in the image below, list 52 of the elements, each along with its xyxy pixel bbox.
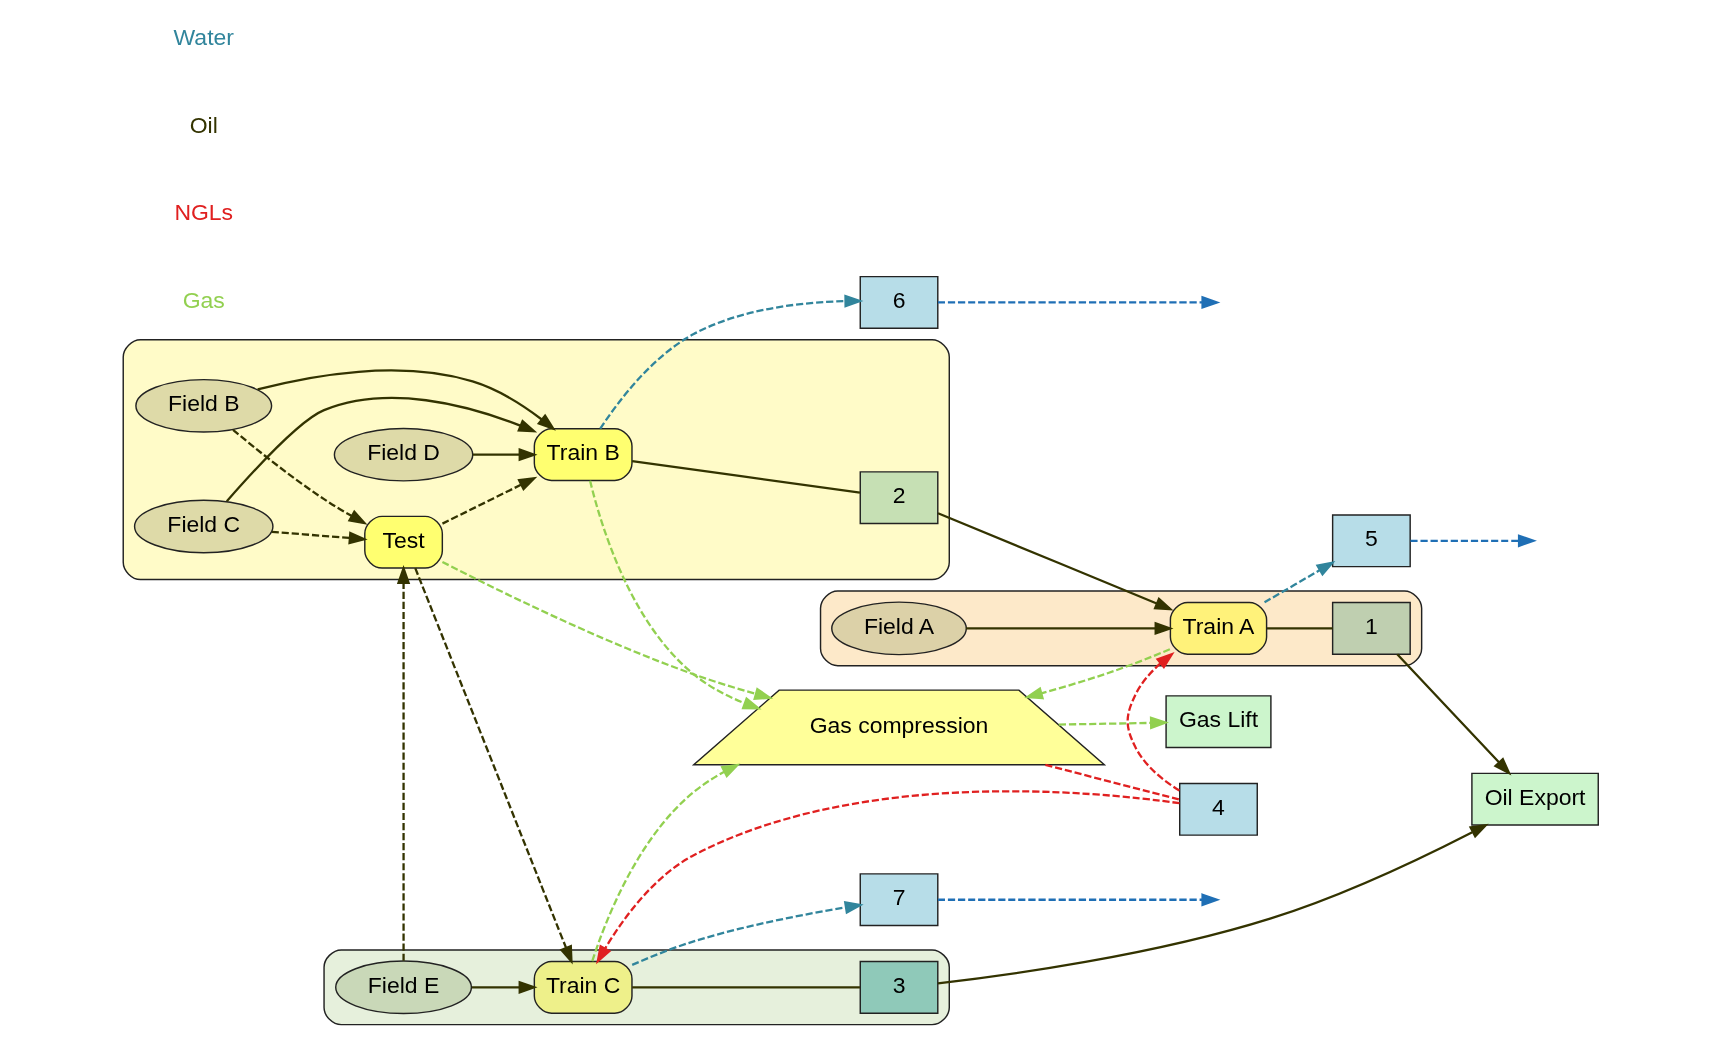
node-box: 5 (1331, 514, 1411, 568)
arrow (1126, 652, 1180, 792)
arrow (588, 480, 762, 710)
node-box: 3 (859, 960, 938, 1014)
node-box: Gas Lift (1164, 695, 1272, 749)
arrow (590, 763, 740, 962)
node-box: 1 (1331, 601, 1411, 655)
arrow (1395, 653, 1511, 776)
arrow (471, 980, 538, 994)
arrow (598, 294, 863, 430)
node-ellipse: Field C (133, 499, 274, 554)
arrow (256, 369, 556, 431)
arrow (1023, 648, 1170, 700)
node-box: Test (363, 515, 443, 569)
node-box: Train B (533, 428, 633, 482)
node-box: Oil Export (1470, 772, 1599, 826)
arrow (965, 621, 1174, 636)
arrow (441, 476, 537, 525)
node-box: Train A (1169, 601, 1267, 655)
cluster (122, 339, 950, 581)
arrow (472, 448, 538, 462)
arrow (441, 560, 773, 701)
node-ellipse: Field B (134, 378, 272, 433)
arrow (413, 567, 573, 965)
cluster (819, 590, 1422, 667)
node-ellipse: Field D (333, 427, 473, 482)
arrow (1058, 716, 1169, 730)
connector (1266, 627, 1333, 630)
label: NGLs (173, 199, 233, 226)
arrow (271, 530, 368, 545)
node-ellipse: Field E (334, 960, 472, 1015)
arrow (1263, 561, 1335, 604)
arrow (595, 790, 1180, 965)
cluster (322, 949, 950, 1026)
connector (1044, 763, 1180, 801)
label: Gas (182, 286, 225, 313)
node-box: Train C (533, 960, 633, 1014)
arrow (225, 396, 537, 502)
node-box: 7 (859, 873, 938, 927)
arrow (631, 901, 864, 966)
arrow (231, 428, 367, 525)
arrow (937, 823, 1489, 985)
node-box: 4 (1178, 782, 1258, 836)
node-box: 6 (859, 275, 938, 330)
label: Water (173, 24, 234, 51)
connector (631, 460, 860, 494)
arrow (396, 564, 410, 961)
arrow (937, 512, 1174, 611)
label: Oil (189, 111, 218, 138)
node-box: 2 (859, 471, 938, 525)
connector (631, 986, 860, 989)
node-ellipse: Field A (830, 601, 967, 656)
